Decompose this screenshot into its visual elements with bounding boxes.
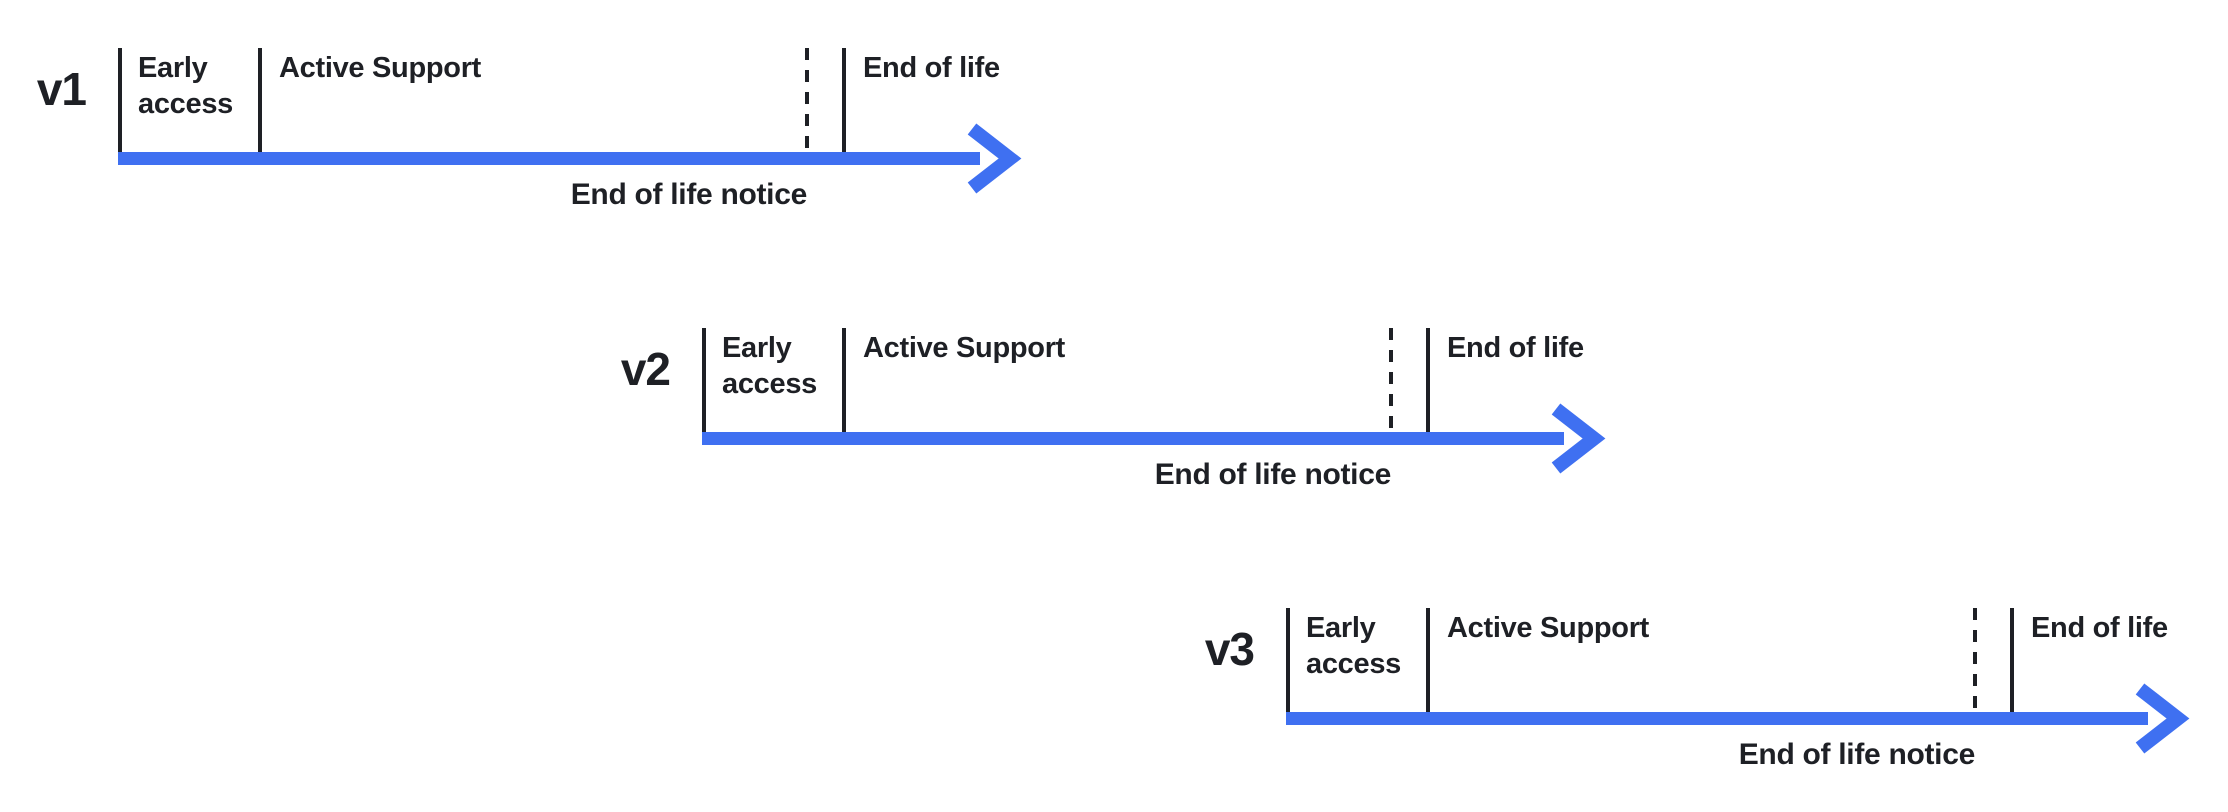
end-of-life-notice-label: End of life notice bbox=[570, 178, 808, 211]
timeline-arrow bbox=[1286, 683, 2190, 754]
timeline-arrow bbox=[702, 403, 1606, 474]
tick-early-access-start bbox=[702, 328, 706, 432]
active-support-label: Active Support bbox=[279, 52, 482, 84]
end-of-life-label: End of life bbox=[863, 52, 1000, 84]
end-of-life-notice-label: End of life notice bbox=[1738, 738, 1976, 771]
active-support-label: Active Support bbox=[863, 332, 1066, 364]
tick-end-of-life bbox=[2010, 608, 2014, 712]
active-support-label: Active Support bbox=[1447, 612, 1650, 644]
timeline-v3: v3 Early access Active Support End of li… bbox=[1036, 598, 2228, 812]
arrow-head-icon bbox=[967, 123, 1022, 194]
end-of-life-notice-label: End of life notice bbox=[1154, 458, 1392, 491]
early-access-label: Early access bbox=[722, 332, 817, 400]
early-access-label: Early access bbox=[138, 52, 233, 120]
tick-early-access-start bbox=[118, 48, 122, 152]
tick-eol-notice-dashed bbox=[1389, 328, 1393, 432]
version-label: v3 bbox=[1204, 623, 1255, 675]
tick-active-support-start bbox=[258, 48, 262, 152]
timeline-v2: v2 Early access Active Support End of li… bbox=[452, 318, 1702, 558]
arrow-head-icon bbox=[2135, 683, 2190, 754]
tick-early-access-start bbox=[1286, 608, 1290, 712]
tick-eol-notice-dashed bbox=[805, 48, 809, 152]
timeline-arrow bbox=[118, 123, 1022, 194]
arrow-head-icon bbox=[1551, 403, 1606, 474]
tick-end-of-life bbox=[1426, 328, 1430, 432]
end-of-life-label: End of life bbox=[2031, 612, 2168, 644]
tick-end-of-life bbox=[842, 48, 846, 152]
tick-active-support-start bbox=[1426, 608, 1430, 712]
early-access-label: Early access bbox=[1306, 612, 1401, 680]
version-label: v1 bbox=[36, 63, 87, 115]
timeline-v1: v1 Early access Active Support End of li… bbox=[0, 38, 1118, 278]
tick-eol-notice-dashed bbox=[1973, 608, 1977, 712]
version-label: v2 bbox=[620, 343, 671, 395]
tick-active-support-start bbox=[842, 328, 846, 432]
end-of-life-label: End of life bbox=[1447, 332, 1584, 364]
